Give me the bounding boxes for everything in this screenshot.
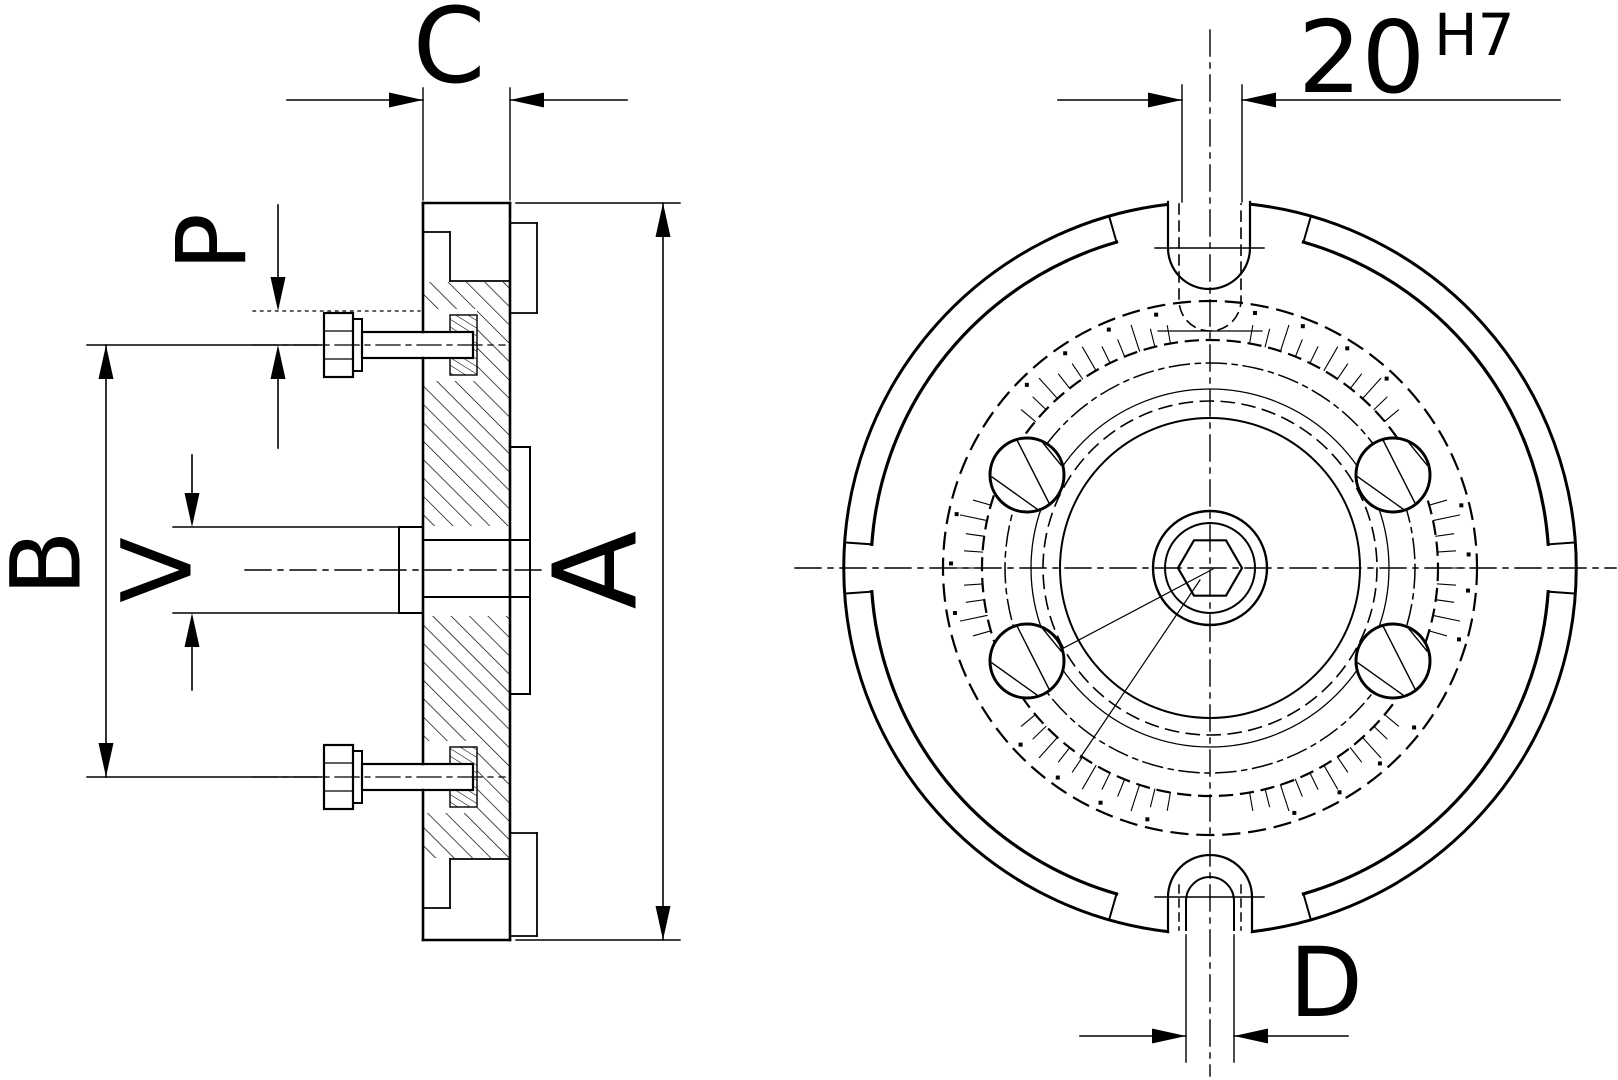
dim-label-bore-tolerance: H7 [1434,1,1515,69]
dim-label-v: V [101,537,213,603]
arrow-icon [98,743,114,777]
arrow-icon [389,92,423,108]
arrow-icon [510,92,544,108]
mounting-bolt-upper [252,310,506,379]
dimension-p: P [156,204,286,449]
segmented-ring [843,214,1577,922]
mounting-holes [988,436,1432,700]
arrow-icon [184,493,200,527]
mounting-hole [1354,436,1432,514]
arrow-icon [655,203,671,237]
dimension-v: V [101,454,400,691]
dimension-bore: 20 H7 [1057,0,1561,203]
dim-label-a: A [530,531,664,610]
mounting-hole [1354,622,1432,700]
backplate-outline [398,201,538,942]
dimension-d: D [1079,927,1363,1063]
arrow-icon [1152,1028,1186,1044]
mounting-hole [988,622,1066,700]
dim-label-bore-size: 20 [1298,0,1425,116]
dimension-a: A [515,202,681,941]
arrow-icon [655,906,671,940]
dimension-b: B [0,344,323,778]
arrow-icon [98,345,114,379]
key-slot-top [1154,200,1265,332]
dim-label-b: B [0,530,102,596]
arrow-icon [1148,92,1182,108]
arrow-icon [270,277,286,311]
arrow-icon [1242,92,1276,108]
dimension-c: C [286,0,628,201]
sector-line [1079,579,1201,759]
mounting-bolt-lower [252,743,506,811]
arrow-icon [184,613,200,647]
front-view: 20 H7 D [794,0,1617,1077]
arrow-icon [1234,1028,1268,1044]
graduated-ring-ticks [949,310,1471,822]
arrow-icon [270,345,286,379]
mounting-hole [988,436,1066,514]
section-view: C A B V [0,0,681,942]
dim-label-p: P [156,213,268,271]
dim-label-d: D [1289,927,1363,1039]
dim-label-c: C [413,0,486,107]
